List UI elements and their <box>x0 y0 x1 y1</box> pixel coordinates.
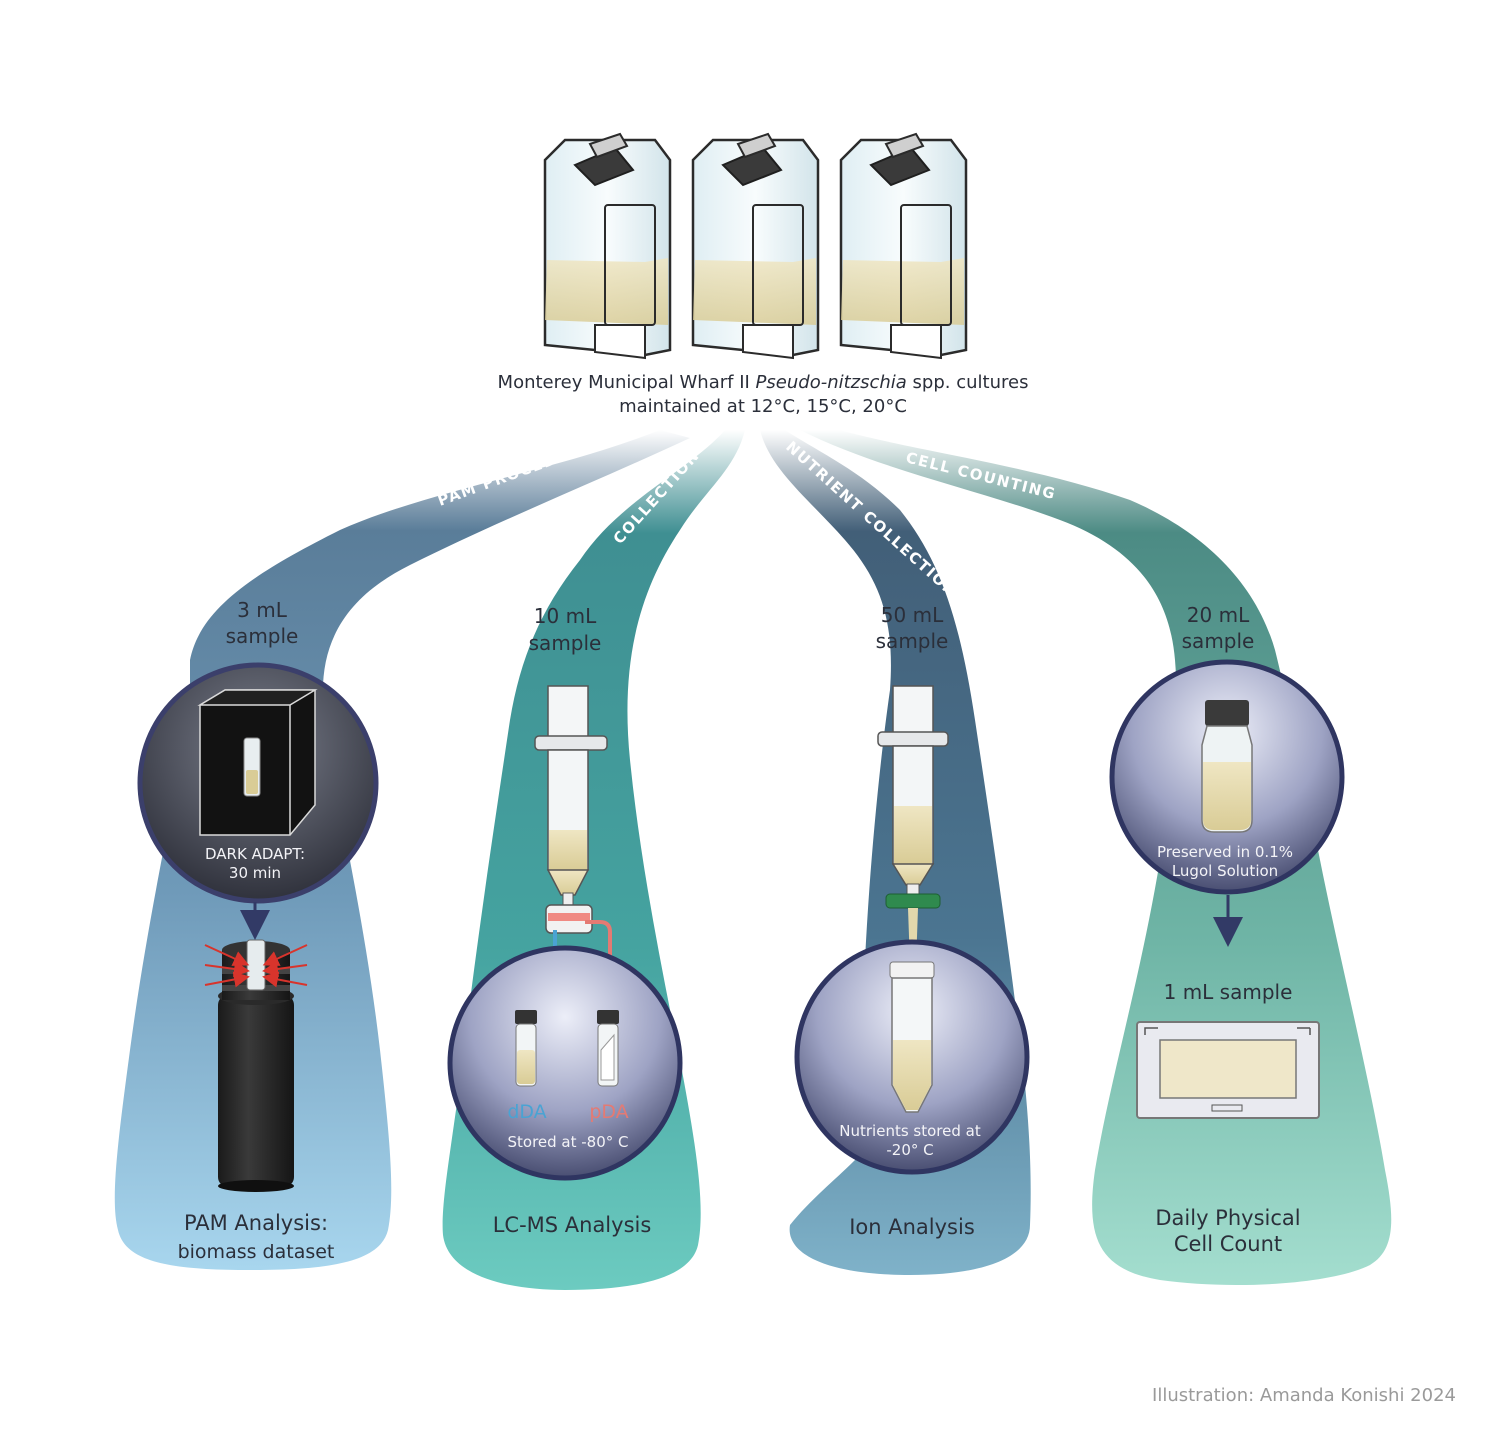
preserve-label: Preserved in 0.1% <box>1157 843 1293 861</box>
cell-result-title: Daily Physical <box>1155 1206 1300 1230</box>
preserve-solution: Lugol Solution <box>1172 862 1278 880</box>
header-line1: Monterey Municipal Wharf II Pseudo-nitzs… <box>498 372 1029 393</box>
dissolved-da-label: dDA <box>507 1101 546 1123</box>
cell-result-subtitle: Cell Count <box>1174 1232 1282 1256</box>
pam-sample-volume: 3 mL <box>237 598 288 622</box>
da-sample-word: sample <box>529 631 602 655</box>
nutrient-result-title: Ion Analysis <box>849 1215 975 1239</box>
header-line2: maintained at 12°C, 15°C, 20°C <box>619 396 907 417</box>
particulate-da-label: pDA <box>589 1101 628 1123</box>
da-particulate-arrow <box>585 920 630 1005</box>
pam-result-subtitle: biomass dataset <box>178 1241 335 1263</box>
dark-adapt-label: DARK ADAPT: <box>205 845 305 863</box>
cell-sample-volume: 20 mL <box>1187 603 1250 627</box>
pam-dark-adapt-circle: DARK ADAPT: 30 min <box>137 662 379 904</box>
nutrient-storage-temp: -20° C <box>886 1141 933 1159</box>
dark-adapt-duration: 30 min <box>229 864 281 882</box>
illustration-credit: Illustration: Amanda Konishi 2024 <box>1152 1385 1456 1406</box>
nutrient-sample-word: sample <box>876 629 949 653</box>
pam-sample-word: sample <box>226 624 299 648</box>
cell-sub-sample: 1 mL sample <box>1164 980 1293 1004</box>
pam-fluorometer <box>204 939 308 1192</box>
da-syringe <box>534 685 608 934</box>
nutrient-sample-volume: 50 mL <box>881 603 944 627</box>
da-result-title: LC-MS Analysis <box>493 1213 652 1237</box>
cell-sample-word: sample <box>1182 629 1255 653</box>
nutrient-syringe <box>877 685 949 965</box>
culture-flask-3 <box>839 132 968 360</box>
da-sample-volume: 10 mL <box>534 604 597 628</box>
da-storage-label: Stored at -80° C <box>507 1133 628 1151</box>
culture-flask-2 <box>691 132 820 360</box>
cell-preserve-circle: Preserved in 0.1% Lugol Solution <box>1109 659 1345 895</box>
da-storage-circle: dDA pDA Stored at -80° C <box>447 945 683 1181</box>
pam-result-title: PAM Analysis: <box>184 1211 328 1235</box>
nutrient-storage-circle: Nutrients stored at -20° C <box>794 939 1030 1175</box>
nutrient-storage-label: Nutrients stored at <box>839 1122 981 1140</box>
counting-slide <box>1136 1021 1320 1119</box>
culture-flask-1 <box>543 132 672 360</box>
